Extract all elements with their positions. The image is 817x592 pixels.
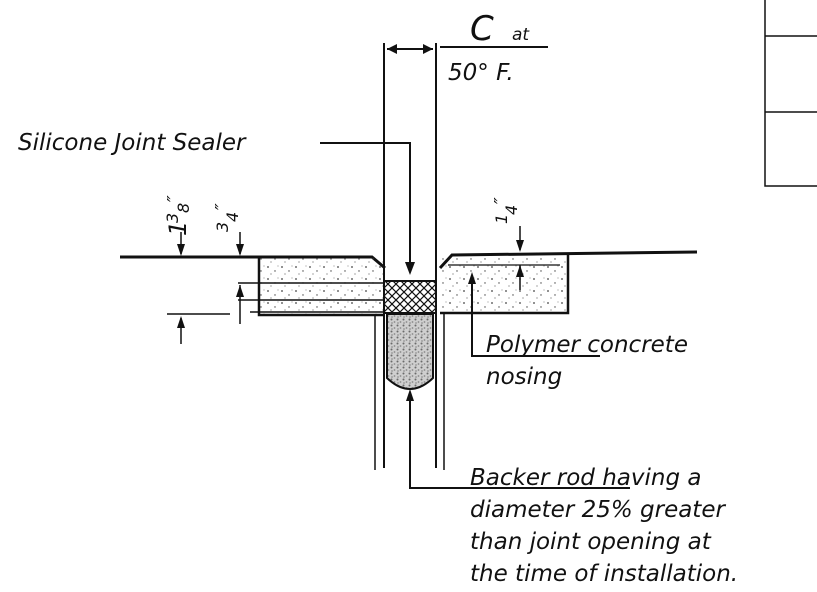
dimension-c-qualifier: at xyxy=(512,25,530,45)
dim-1-4-inch: ″ xyxy=(491,197,512,204)
dim-1-3-8-whole: 1 xyxy=(164,221,192,236)
title-block-fragment xyxy=(764,0,817,187)
dimension-c-condition: 50° F. xyxy=(448,60,514,86)
dim-label-3-4: 3 4 ″ xyxy=(212,203,242,232)
backer-label-line4: the time of installation. xyxy=(470,561,738,587)
dim-label-1-4: 1 4 ″ xyxy=(491,197,521,224)
backer-label-line3: than joint opening at xyxy=(470,529,712,555)
left-nosing xyxy=(238,257,383,317)
dim-3-4-num: 3 xyxy=(213,222,232,232)
dim-label-1-3-8: 1 3 8 ″ xyxy=(163,195,193,236)
joint-walls xyxy=(374,43,445,470)
right-nosing xyxy=(440,254,570,315)
dim-3-4-inch: ″ xyxy=(212,203,233,210)
backer-rod xyxy=(386,313,434,390)
nosing-label-line2: nosing xyxy=(486,364,562,390)
backer-leader xyxy=(406,389,630,489)
nosing-label-line1: Polymer concrete xyxy=(486,332,688,358)
dim-1-3-8-num: 3 xyxy=(163,213,182,223)
sealer-leader xyxy=(320,142,415,275)
dim-3-4-den: 4 xyxy=(223,212,242,222)
nosing-leader xyxy=(468,272,600,357)
dim-1-3-8-den: 8 xyxy=(174,203,193,213)
dim-1-4-den: 4 xyxy=(502,205,521,215)
dimension-c xyxy=(387,44,548,54)
dimension-1-4 xyxy=(516,226,524,290)
dimension-3-4 xyxy=(236,232,244,324)
dimension-c-symbol: C xyxy=(470,9,494,49)
sealer-label: Silicone Joint Sealer xyxy=(18,130,247,156)
dim-1-4-num: 1 xyxy=(492,214,511,224)
dimension-1-3-8 xyxy=(167,232,230,344)
backer-label-line2: diameter 25% greater xyxy=(470,497,726,523)
backer-label-line1: Backer rod having a xyxy=(470,465,701,491)
silicone-sealer xyxy=(383,280,437,314)
dim-1-3-8-inch: ″ xyxy=(164,195,185,202)
